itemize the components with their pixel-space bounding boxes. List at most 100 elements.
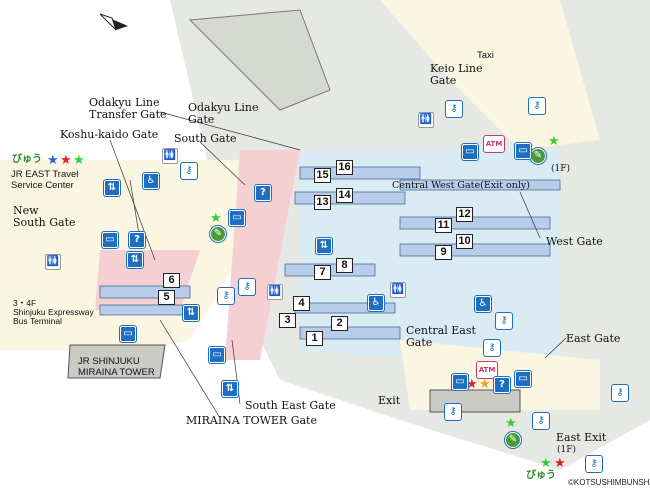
label-koshu-kaido-gate: Koshu-kaido Gate	[60, 128, 159, 141]
wheelchair-icon: ♿	[143, 173, 159, 189]
star-green-icon: ★	[505, 415, 517, 430]
platform-number: 7	[314, 265, 331, 280]
coin-locker-icon: ⚷	[239, 279, 255, 295]
central-concourse	[225, 150, 300, 360]
label-east-gate: East Gate	[566, 332, 621, 345]
platform-1-2	[299, 326, 401, 340]
star-red-icon: ★	[60, 152, 72, 167]
ticket-machine-icon: ▭	[515, 371, 531, 387]
view-logo: びゅう	[12, 154, 42, 165]
platform-number: 16	[336, 160, 353, 175]
platform-number: 5	[158, 290, 175, 305]
ticket-machine-icon: ▭	[209, 347, 225, 363]
restroom-icon: 🚻	[45, 254, 61, 270]
elevator-icon: ⇅	[104, 180, 120, 196]
coin-locker-icon: ⚷	[218, 288, 234, 304]
elevator-icon: ⇅	[127, 252, 143, 268]
copyright: ©KOTSUSHIMBUNSHA	[568, 478, 650, 487]
atm-icon: ATM	[477, 362, 497, 378]
information-icon: ?	[129, 232, 145, 248]
platform-number: 12	[456, 207, 473, 222]
coin-locker-icon: ⚷	[484, 340, 500, 356]
label-taxi: Taxi	[477, 50, 494, 61]
platform-9-10	[399, 243, 551, 257]
label-east-exit-floor: (1F)	[557, 445, 576, 455]
concourse-area	[300, 150, 560, 380]
ticket-machine-icon: ▭	[452, 374, 468, 390]
green-window-icon: ✎	[210, 226, 226, 242]
coin-locker-icon: ⚷	[533, 413, 549, 429]
wheelchair-icon: ♿	[475, 296, 491, 312]
information-icon: ?	[255, 185, 271, 201]
compass-icon	[99, 13, 128, 31]
label-exit: Exit	[378, 394, 401, 407]
platform-number: 2	[331, 316, 348, 331]
coin-locker-icon: ⚷	[586, 456, 602, 472]
label-central-west-gate: Central West Gate(Exit only)	[392, 180, 530, 191]
elevator-icon: ⇅	[183, 305, 199, 321]
coin-locker-icon: ⚷	[446, 101, 462, 117]
green-window-icon: ✎	[530, 148, 546, 164]
platform-number: 1	[306, 331, 323, 346]
label-south-east-gate: South East Gate	[245, 399, 336, 412]
west-plaza	[380, 0, 600, 150]
leader-lines	[109, 111, 567, 419]
platform-number: 9	[435, 245, 452, 260]
label-west-gate: West Gate	[546, 235, 603, 248]
ticket-machine-icon: ▭	[515, 143, 531, 159]
star-red-icon: ★	[554, 455, 566, 470]
building-east	[429, 389, 521, 413]
building-north	[188, 9, 331, 111]
star-green-icon: ★	[210, 210, 222, 225]
east-view-logo: びゅう	[526, 470, 556, 481]
platform-number: 13	[314, 195, 331, 210]
platform-11-12	[399, 216, 551, 230]
platform-number: 3	[279, 313, 296, 328]
wheelchair-icon: ♿	[368, 295, 384, 311]
coin-locker-icon: ⚷	[529, 98, 545, 114]
star-orange-icon: ★	[479, 376, 491, 391]
coin-locker-icon: ⚷	[445, 404, 461, 420]
platform-number: 14	[336, 188, 353, 203]
star-blue-icon: ★	[47, 152, 59, 167]
platform-number: 4	[293, 296, 310, 311]
label-south-gate: South Gate	[174, 132, 237, 145]
restroom-icon: 🚻	[162, 148, 178, 164]
platform-number: 8	[336, 258, 353, 273]
platform-number: 10	[456, 234, 473, 249]
platform-south	[99, 304, 191, 316]
star-green-icon: ★	[73, 152, 85, 167]
platform-number: 6	[163, 273, 180, 288]
coin-locker-icon: ⚷	[496, 313, 512, 329]
platform-central-west	[399, 179, 561, 191]
coin-locker-icon: ⚷	[612, 385, 628, 401]
coin-locker-icon: ⚷	[181, 163, 197, 179]
atm-icon: ATM	[484, 136, 504, 152]
building-miraina	[67, 344, 166, 379]
green-window-icon: ✎	[505, 432, 521, 448]
restroom-icon: 🚻	[390, 282, 406, 298]
information-icon: ?	[494, 377, 510, 393]
label-east-exit: East Exit	[556, 431, 607, 444]
restroom-icon: 🚻	[418, 112, 434, 128]
ticket-machine-icon: ▭	[120, 326, 136, 342]
ticket-machine-icon: ▭	[229, 210, 245, 226]
restroom-icon: 🚻	[267, 284, 283, 300]
ticket-machine-icon: ▭	[462, 144, 478, 160]
star-green-icon: ★	[548, 133, 560, 148]
ticket-machine-icon: ▭	[102, 232, 118, 248]
elevator-icon: ⇅	[222, 381, 238, 397]
label-miraina-tower-gate: MIRAINA TOWER Gate	[186, 414, 317, 427]
label-west-floor: (1F)	[551, 164, 570, 174]
star-red-icon: ★	[466, 376, 478, 391]
platform-number: 11	[435, 218, 452, 233]
platform-number: 15	[314, 168, 331, 183]
